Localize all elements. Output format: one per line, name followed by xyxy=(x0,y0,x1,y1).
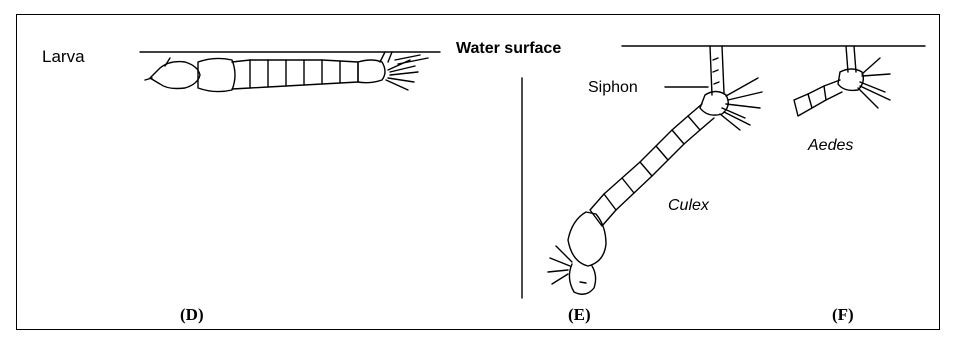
label-siphon: Siphon xyxy=(588,79,638,96)
label-water-surface: Water surface xyxy=(456,40,561,57)
label-aedes: Aedes xyxy=(807,137,853,154)
larva-d-body xyxy=(145,52,428,92)
larva-aedes-body xyxy=(794,46,890,116)
label-culex: Culex xyxy=(668,197,710,214)
panel-label-e: (E) xyxy=(568,305,591,324)
panel-label-f: (F) xyxy=(832,305,854,324)
larva-culex-body xyxy=(548,46,762,294)
label-larva: Larva xyxy=(42,47,85,66)
panel-label-d: (D) xyxy=(180,305,204,324)
